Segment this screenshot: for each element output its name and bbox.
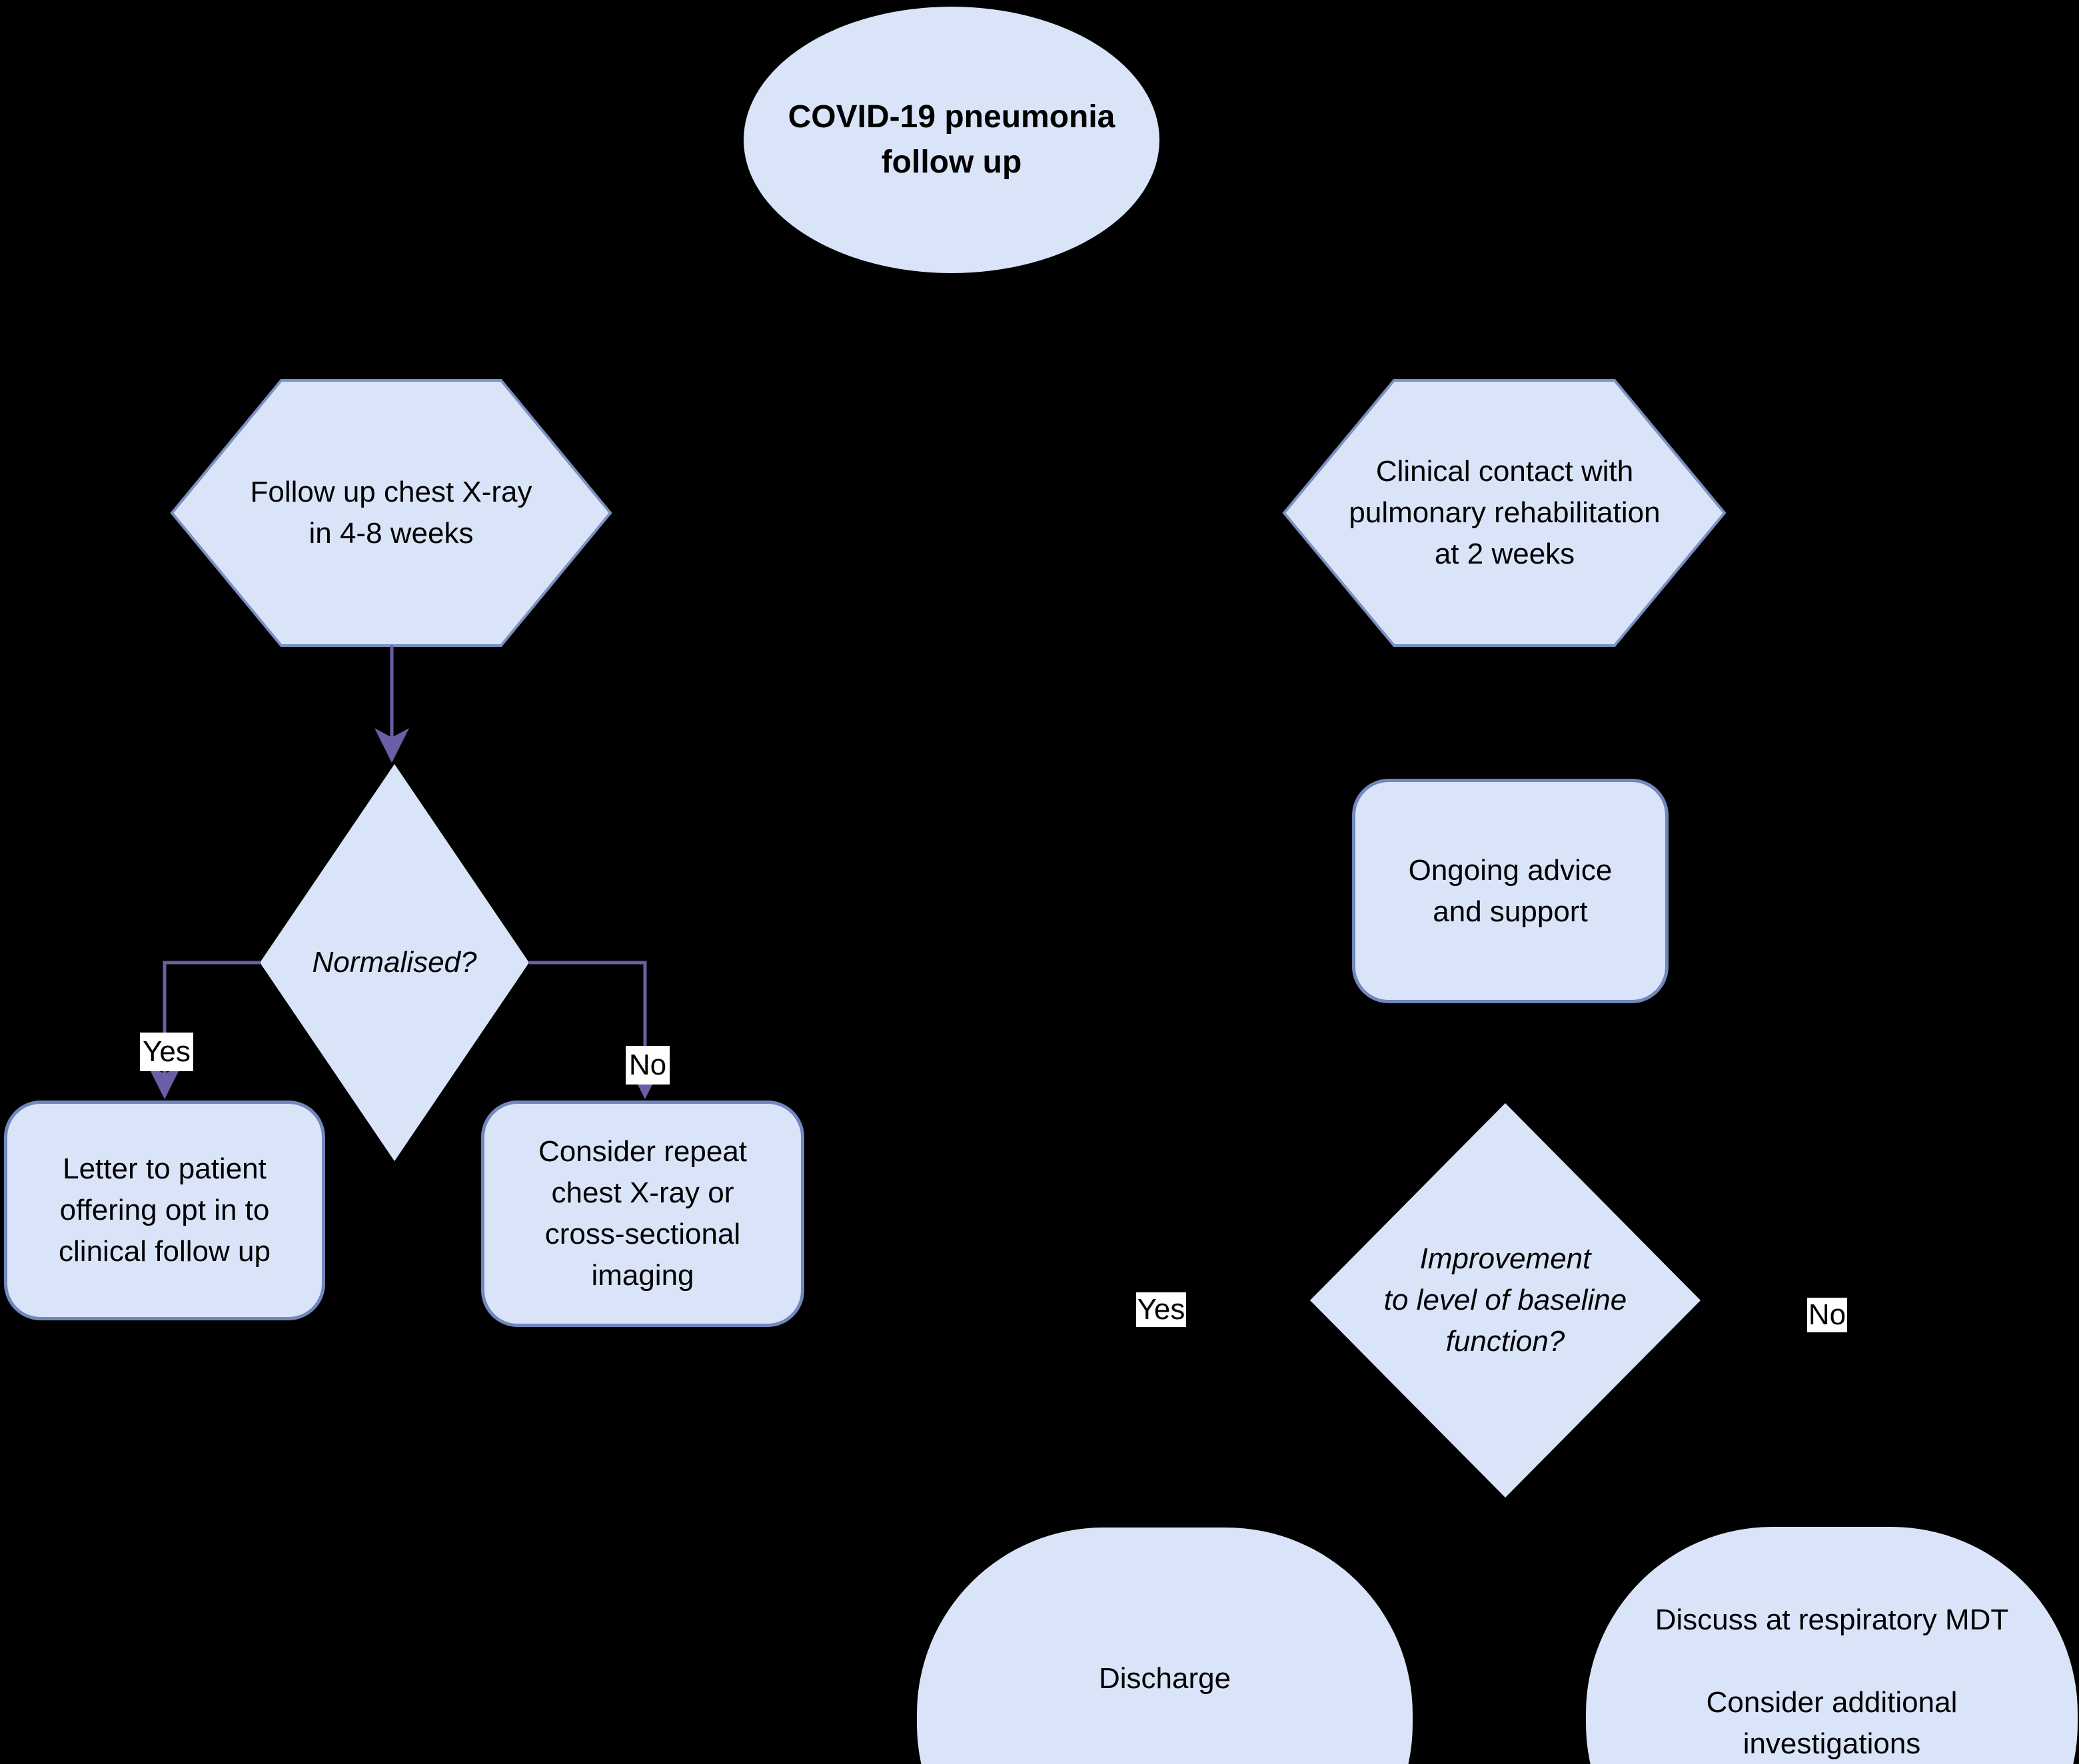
node-discharge-ellipse <box>917 1528 1413 1764</box>
node-start-label: COVID-19 pneumonia follow up <box>788 99 1115 180</box>
node-ongoing-support-label: Ongoing advice and support <box>1408 853 1613 928</box>
node-clinical-contact-label: Clinical contact with pulmonary rehabili… <box>1349 455 1661 570</box>
arrowhead-down-icon <box>374 728 409 763</box>
edge-label-normalised-no: No <box>626 1046 670 1085</box>
node-respiratory-mdt-label: Discuss at respiratory MDT Consider addi… <box>1655 1603 2009 1760</box>
edge-label-improvement-yes: Yes <box>1136 1292 1186 1327</box>
node-ongoing-support <box>1352 779 1669 1003</box>
node-repeat-imaging-label: Consider repeat chest X-ray or cross-sec… <box>538 1135 748 1292</box>
followup-xray-hexagon <box>170 379 612 647</box>
node-repeat-imaging <box>481 1101 804 1327</box>
node-improvement-label: Improvement to level of baseline functio… <box>1383 1242 1627 1358</box>
normalised-diamond <box>260 764 529 1161</box>
node-respiratory-mdt-ellipse <box>1586 1527 2078 1764</box>
node-start-ellipse <box>744 7 1159 273</box>
edge-normalised-no <box>529 961 647 1074</box>
clinical-contact-hexagon <box>1282 379 1727 647</box>
node-normalised-label: Normalised? <box>312 946 477 979</box>
improvement-diamond <box>1310 1103 1701 1498</box>
node-followup-xray-label: Follow up chest X-ray in 4-8 weeks <box>250 476 532 550</box>
node-discharge-label: Discharge <box>1098 1662 1231 1695</box>
edge-label-normalised-yes: Yes <box>140 1033 193 1071</box>
edge-label-improvement-no: No <box>1807 1298 1847 1332</box>
node-letter-to-patient-label: Letter to patient offering opt in to cli… <box>59 1152 271 1268</box>
arrowhead-down-icon <box>147 1065 182 1099</box>
node-letter-to-patient <box>4 1101 325 1320</box>
